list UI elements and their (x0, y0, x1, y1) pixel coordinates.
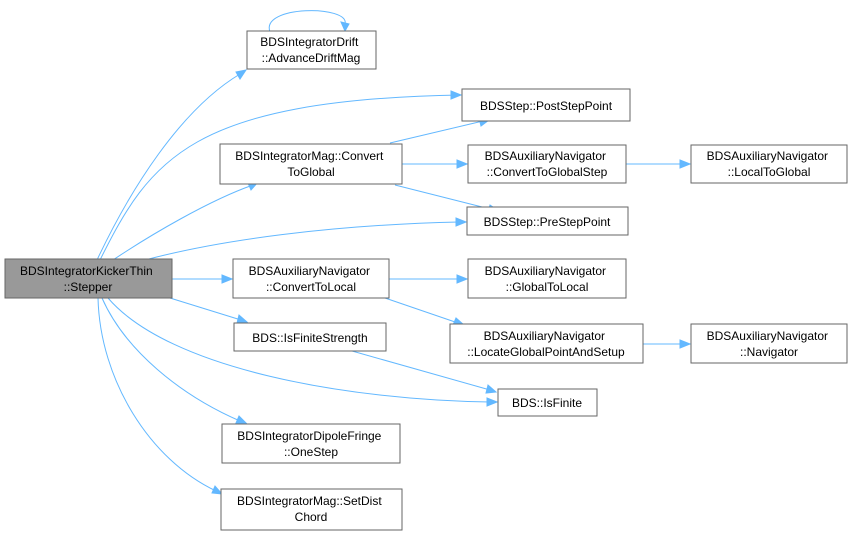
node-label: BDS::IsFinite (512, 396, 582, 410)
node-aux-convert-to-local[interactable]: BDSAuxiliaryNavigator ::ConvertToLocal (232, 258, 390, 299)
node-aux-navigator[interactable]: BDSAuxiliaryNavigator ::Navigator (690, 323, 848, 364)
node-stepper[interactable]: BDSIntegratorKickerThin ::Stepper (4, 258, 173, 299)
node-label: BDSAuxiliaryNavigator ::LocalToGlobal (707, 149, 832, 179)
node-label: BDSIntegratorMag::SetDist Chord (237, 494, 385, 524)
node-label: BDSIntegratorMag::Convert ToGlobal (235, 149, 386, 179)
edge-stepper-postStepPoint (99, 90, 463, 261)
edge-stepper-isFinite (107, 297, 499, 407)
node-label: BDSAuxiliaryNavigator ::GlobalToLocal (485, 264, 610, 294)
edge-stepper-auxConvertToLocal (172, 274, 234, 284)
edge-convertToGlobal-auxConvertToGlobalStep (402, 159, 469, 169)
edge-stepper-setDistChord (97, 297, 224, 495)
node-aux-global-to-local[interactable]: BDSAuxiliaryNavigator ::GlobalToLocal (467, 258, 627, 299)
edge-isFiniteStrength-isFinite (344, 348, 498, 394)
node-label: BDS::IsFiniteStrength (252, 331, 367, 345)
node-label: BDSAuxiliaryNavigator ::Navigator (707, 329, 832, 359)
node-label: BDSStep::PostStepPoint (480, 99, 613, 113)
node-is-finite-strength[interactable]: BDS::IsFiniteStrength (233, 322, 387, 352)
node-aux-locate-global-point-and-setup[interactable]: BDSAuxiliaryNavigator ::LocateGlobalPoin… (449, 323, 644, 364)
node-is-finite[interactable]: BDS::IsFinite (497, 388, 598, 417)
node-post-step-point[interactable]: BDSStep::PostStepPoint (461, 88, 631, 122)
node-set-dist-chord[interactable]: BDSIntegratorMag::SetDist Chord (220, 488, 403, 531)
edge-stepper-preStepPoint (144, 217, 468, 261)
edge-stepper-isFiniteStrength (169, 297, 249, 324)
edge-auxConvertToGlobalStep-auxLocalToGlobal (626, 159, 692, 169)
edge-convertToGlobal-postStepPoint (389, 117, 491, 144)
edge-stepper-advanceDriftMag (96, 69, 248, 261)
node-advance-drift-mag[interactable]: BDSIntegratorDrift ::AdvanceDriftMag (246, 30, 377, 70)
node-label: BDSAuxiliaryNavigator ::ConvertToGlobalS… (485, 149, 610, 179)
node-label: BDSAuxiliaryNavigator ::LocateGlobalPoin… (467, 329, 625, 359)
edge-advanceDriftMag-self (268, 10, 350, 33)
node-aux-local-to-global[interactable]: BDSAuxiliaryNavigator ::LocalToGlobal (690, 144, 848, 184)
node-label: BDSAuxiliaryNavigator ::ConvertToLocal (249, 264, 374, 294)
edge-auxLocateGlobalPointAndSetup-auxNavigator (643, 339, 692, 349)
edge-auxConvertToLocal-auxGlobalToLocal (389, 274, 469, 284)
node-label: BDSIntegratorDrift ::AdvanceDriftMag (260, 35, 361, 65)
node-label: BDSStep::PreStepPoint (484, 215, 611, 229)
edge-auxConvertToLocal-auxLocateGlobalPointAndSetup (384, 297, 466, 326)
node-label: BDSIntegratorKickerThin ::Stepper (20, 264, 156, 294)
node-aux-convert-to-global-step[interactable]: BDSAuxiliaryNavigator ::ConvertToGlobalS… (467, 144, 627, 184)
edge-stepper-dipoleFringeOneStep (101, 297, 248, 424)
node-dipole-fringe-one-step[interactable]: BDSIntegratorDipoleFringe ::OneStep (221, 423, 401, 464)
node-convert-to-global[interactable]: BDSIntegratorMag::Convert ToGlobal (219, 143, 403, 185)
node-label: BDSIntegratorDipoleFringe ::OneStep (237, 429, 384, 459)
node-pre-step-point[interactable]: BDSStep::PreStepPoint (466, 206, 629, 236)
